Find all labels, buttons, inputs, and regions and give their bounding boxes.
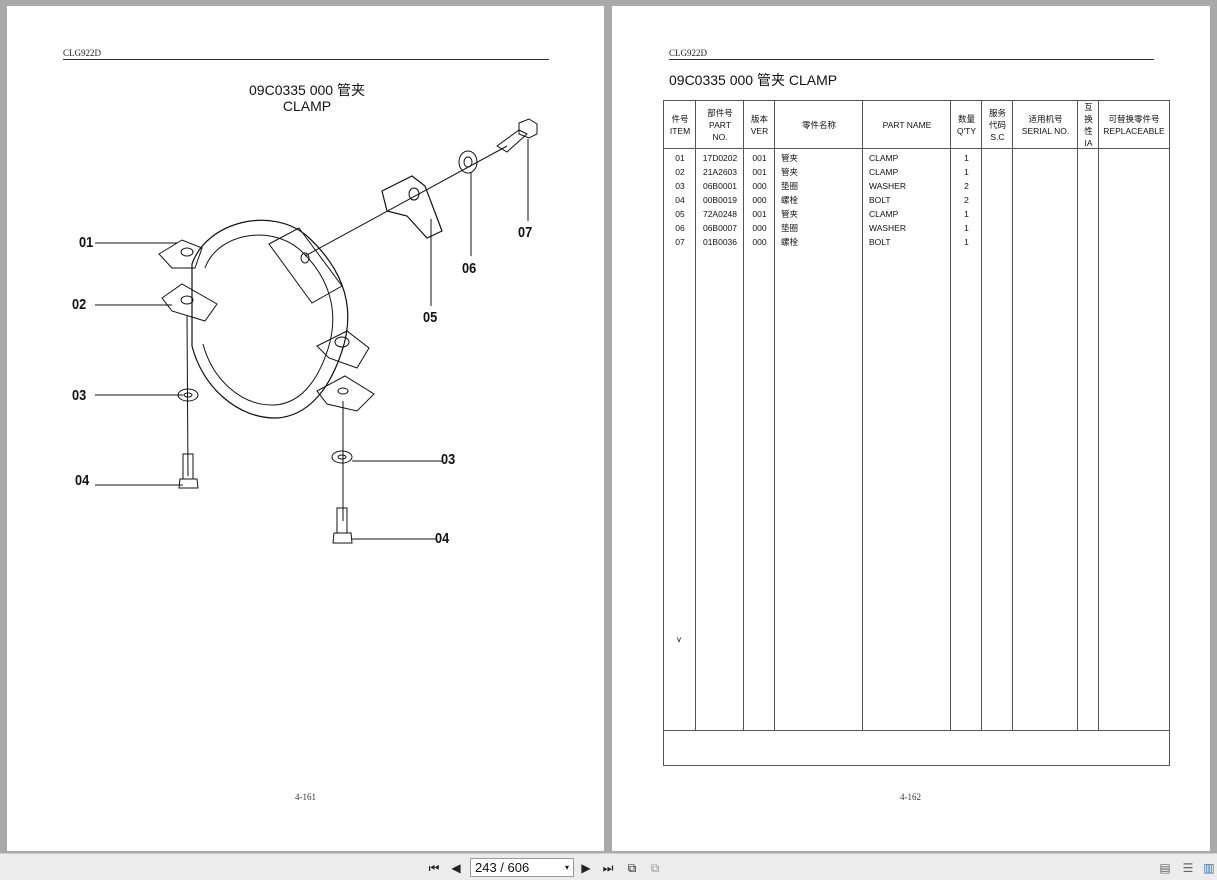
cell-item: 03 <box>675 181 685 191</box>
cell-item: 04 <box>675 195 685 205</box>
cell-name-zh: 垫圈 <box>781 223 799 233</box>
table-row: 07 01B0036 000 螺栓 BOLT 1 <box>664 235 1169 249</box>
rotate-icon[interactable]: ⧉ <box>627 861 637 875</box>
cell-qty: 2 <box>964 181 969 191</box>
cell-item: 05 <box>675 209 685 219</box>
cell-item: 01 <box>675 153 685 163</box>
viewer-toolbar: ⏮ ◀ 243 / 606▾ ▶ ⏭ ⧉ ⧉ ▤ ☰ ▥ <box>0 853 1217 880</box>
cell-name-en: WASHER <box>869 223 906 233</box>
cell-part-no: 01B0036 <box>702 237 738 247</box>
right-page-number: 4-162 <box>900 792 921 802</box>
callout-06: 06 <box>462 260 477 277</box>
left-header: CLG922D <box>63 48 101 58</box>
cell-ver: 001 <box>752 153 767 163</box>
cell-name-zh: 管夹 <box>781 167 799 177</box>
cell-name-zh: 垫圈 <box>781 181 799 191</box>
table-row: 01 17D0202 001 管夹 CLAMP 1 <box>664 151 1169 165</box>
cell-name-en: WASHER <box>869 181 906 191</box>
cell-item: 02 <box>675 167 685 177</box>
cell-qty: 2 <box>964 195 969 205</box>
chevron-down-icon[interactable]: ▾ <box>564 863 569 872</box>
cell-part-no: 72A0248 <box>702 209 738 219</box>
cell-ver: 000 <box>752 237 767 247</box>
clamp-exploded-diagram <box>95 118 538 544</box>
callout-04-left: 04 <box>75 472 90 489</box>
table-row: 02 21A2603 001 管夹 CLAMP 1 <box>664 165 1169 179</box>
cell-name-en: BOLT <box>869 195 891 205</box>
table-row: 03 06B0001 000 垫圈 WASHER 2 <box>664 179 1169 193</box>
cell-name-en: CLAMP <box>869 209 899 219</box>
cell-part-no: 00B0019 <box>702 195 738 205</box>
table-row: 06 06B0007 000 垫圈 WASHER 1 <box>664 221 1169 235</box>
cell-qty: 1 <box>964 237 969 247</box>
page-number-input[interactable]: 243 / 606▾ <box>470 858 574 877</box>
two-page-icon[interactable]: ▥ <box>1203 861 1215 875</box>
cell-ver: 000 <box>752 195 767 205</box>
cell-name-en: CLAMP <box>869 153 899 163</box>
cell-name-en: BOLT <box>869 237 891 247</box>
callout-07: 07 <box>518 224 533 241</box>
cell-part-no: 06B0001 <box>702 181 738 191</box>
table-footer-box <box>664 730 1169 766</box>
col-header-name-zh: 零件名称 <box>775 101 863 149</box>
cell-item: 07 <box>675 237 685 247</box>
prev-page-icon[interactable]: ◀ <box>451 861 461 875</box>
left-page: CLG922D 09C0335 000 管夹 CLAMP <box>7 6 604 851</box>
fit-icon[interactable]: ⧉ <box>650 861 660 875</box>
left-title-line1: 09C0335 000 管夹 <box>249 82 365 98</box>
callout-03-right: 03 <box>441 451 456 468</box>
left-header-rule <box>63 59 549 60</box>
cell-name-zh: 管夹 <box>781 153 799 163</box>
cell-ver: 000 <box>752 223 767 233</box>
stray-mark: v <box>677 635 681 644</box>
right-header: CLG922D <box>669 48 707 58</box>
left-title-line2: CLAMP <box>282 98 332 114</box>
left-page-number: 4-161 <box>295 792 316 802</box>
continuous-icon[interactable]: ☰ <box>1182 861 1194 875</box>
table-row: 04 00B0019 000 螺栓 BOLT 2 <box>664 193 1169 207</box>
single-page-icon[interactable]: ▤ <box>1159 861 1171 875</box>
callout-01: 01 <box>79 234 94 251</box>
callout-04-right: 04 <box>435 530 450 547</box>
cell-qty: 1 <box>964 223 969 233</box>
cell-ver: 001 <box>752 167 767 177</box>
right-header-rule <box>669 59 1154 60</box>
cell-part-no: 17D0202 <box>702 153 738 163</box>
first-page-icon[interactable]: ⏮ <box>428 861 440 875</box>
cell-ver: 000 <box>752 181 767 191</box>
col-header-part-name: PART NAME <box>863 101 951 149</box>
right-title: 09C0335 000 管夹 CLAMP <box>669 72 838 88</box>
cell-ver: 001 <box>752 209 767 219</box>
cell-part-no: 21A2603 <box>702 167 738 177</box>
table-row: 05 72A0248 001 管夹 CLAMP 1 <box>664 207 1169 221</box>
callout-05: 05 <box>423 309 438 326</box>
cell-part-no: 06B0007 <box>702 223 738 233</box>
next-page-icon[interactable]: ▶ <box>581 861 591 875</box>
cell-qty: 1 <box>964 167 969 177</box>
cell-qty: 1 <box>964 209 969 219</box>
cell-qty: 1 <box>964 153 969 163</box>
cell-name-zh: 管夹 <box>781 209 799 219</box>
last-page-icon[interactable]: ⏭ <box>602 861 614 875</box>
callout-02: 02 <box>72 296 87 313</box>
cell-name-zh: 螺栓 <box>781 237 799 247</box>
cell-name-zh: 螺栓 <box>781 195 799 205</box>
cell-item: 06 <box>675 223 685 233</box>
callout-03-left: 03 <box>72 387 87 404</box>
cell-name-en: CLAMP <box>869 167 899 177</box>
